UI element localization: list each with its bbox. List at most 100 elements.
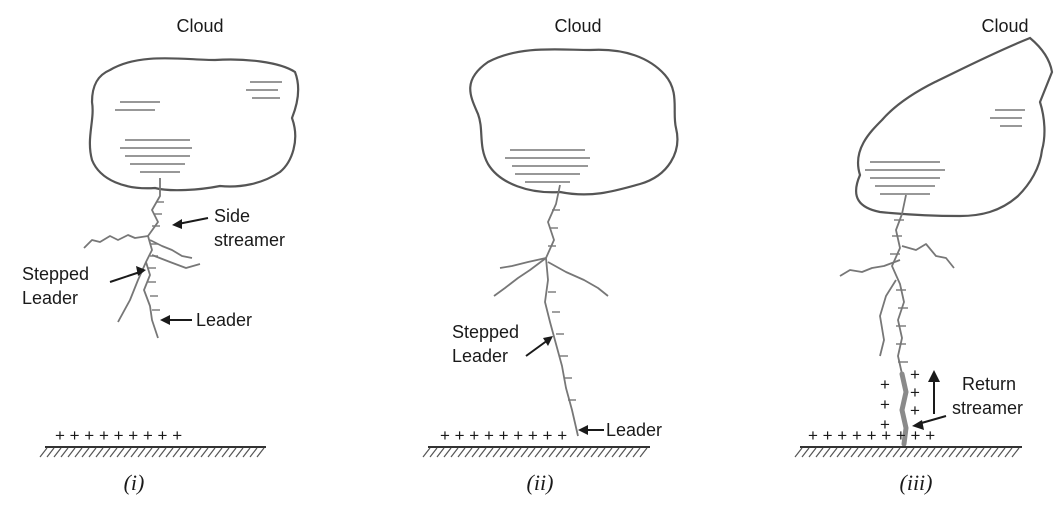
ground-hatch-3: [794, 447, 1020, 458]
ground-hatch-stroke: [962, 447, 971, 458]
ground-hatch-stroke: [913, 447, 922, 458]
ground-hatch-stroke: [464, 447, 473, 458]
svg-text:+: +: [910, 365, 920, 384]
leader-arrowhead-2: [578, 425, 588, 435]
ground-hatch-stroke: [808, 447, 817, 458]
stepped-leader-pointer-1: [109, 271, 141, 283]
ground-hatch-stroke: [499, 447, 508, 458]
upward-arrowhead-3: [928, 370, 940, 382]
ground-hatch-stroke: [969, 447, 978, 458]
ground-hatch-stroke: [590, 447, 599, 458]
side-streamer-branch-left-2: [493, 257, 547, 297]
return-streamer-pointer-3: [917, 415, 947, 425]
cloud-label-1: Cloud: [176, 16, 223, 36]
ground-hatch-stroke: [235, 447, 244, 458]
ground-hatch-stroke: [555, 447, 564, 458]
ground-hatch-stroke: [906, 447, 915, 458]
channel-dashes-1: [148, 201, 164, 311]
ground-hatch-stroke: [983, 447, 992, 458]
channel-dashes-3: [890, 219, 908, 363]
return-streamer-channel-3: [899, 371, 909, 447]
ground-hatch-stroke: [429, 447, 438, 458]
ground-hatch-stroke: [109, 447, 118, 458]
ground-hatch-stroke: [625, 447, 634, 458]
leader-branch-lower-left-3: [879, 279, 897, 357]
panel-1: Cloud: [22, 16, 300, 495]
ground-hatch-stroke: [618, 447, 627, 458]
ground-hatch-stroke: [639, 447, 648, 458]
ground-charge-3: + + + + + + + + +: [808, 426, 935, 445]
stepped-leader-label-1: Stepped Leader: [22, 264, 94, 308]
ground-hatch-stroke: [604, 447, 613, 458]
stepped-leader-label-2: Stepped Leader: [452, 322, 524, 366]
ground-hatch-stroke: [144, 447, 153, 458]
stepped-leader-channel-2: [544, 184, 579, 437]
induced-positive-charges-3: + + + + + +: [880, 365, 920, 434]
panel-2: Cloud Stepped Leader: [422, 16, 679, 495]
ground-hatch-stroke: [471, 447, 480, 458]
ground-hatch-stroke: [576, 447, 585, 458]
svg-text:+: +: [880, 415, 890, 434]
ground-hatch-stroke: [81, 447, 90, 458]
stepped-leader-arrowhead-1: [136, 266, 146, 276]
ground-hatch-stroke: [864, 447, 873, 458]
ground-hatch-stroke: [815, 447, 824, 458]
ground-hatch-stroke: [997, 447, 1006, 458]
ground-hatch-stroke: [443, 447, 452, 458]
stepped-leader-pointer-2: [525, 339, 549, 357]
ground-hatch-stroke: [597, 447, 606, 458]
svg-text:+: +: [910, 383, 920, 402]
caption-1: (i): [124, 470, 145, 495]
ground-hatch-stroke: [256, 447, 265, 458]
cloud-label-3: Cloud: [981, 16, 1028, 36]
ground-hatch-stroke: [878, 447, 887, 458]
ground-hatch-stroke: [927, 447, 936, 458]
ground-hatch-stroke: [151, 447, 160, 458]
ground-hatch-stroke: [179, 447, 188, 458]
ground-hatch-stroke: [485, 447, 494, 458]
ground-hatch-stroke: [1004, 447, 1013, 458]
ground-hatch-stroke: [934, 447, 943, 458]
svg-text:+: +: [880, 375, 890, 394]
ground-hatch-2: [422, 447, 648, 458]
ground-hatch-stroke: [527, 447, 536, 458]
side-branch-upper-left-2: [499, 257, 547, 269]
ground-hatch-stroke: [249, 447, 258, 458]
ground-hatch-stroke: [422, 447, 431, 458]
side-streamer-pointer-1: [177, 217, 209, 225]
return-streamer-line2: streamer: [952, 398, 1023, 418]
stepped-leader-arrowhead-2: [543, 336, 553, 346]
side-streamer-branch-left-1: [83, 234, 149, 249]
ground-hatch-stroke: [857, 447, 866, 458]
ground-hatch-stroke: [158, 447, 167, 458]
ground-hatch-stroke: [871, 447, 880, 458]
ground-hatch-stroke: [885, 447, 894, 458]
ground-hatch-stroke: [920, 447, 929, 458]
ground-hatch-stroke: [200, 447, 209, 458]
ground-hatch-stroke: [123, 447, 132, 458]
caption-3: (iii): [900, 470, 933, 495]
ground-hatch-stroke: [450, 447, 459, 458]
stepped-leader-line1: Stepped: [22, 264, 89, 284]
ground-hatch-stroke: [836, 447, 845, 458]
ground-hatch-stroke: [436, 447, 445, 458]
ground-hatch-stroke: [822, 447, 831, 458]
ground-hatch-stroke: [632, 447, 641, 458]
charge-dashes-2: [505, 149, 590, 183]
ground-hatch-stroke: [843, 447, 852, 458]
side-streamer-branch-left-3: [839, 259, 901, 277]
charge-dashes-3: [865, 109, 1025, 195]
svg-text:+: +: [880, 395, 890, 414]
ground-hatch-stroke: [39, 447, 48, 458]
ground-hatch-stroke: [513, 447, 522, 458]
ground-hatch-stroke: [46, 447, 55, 458]
ground-hatch-stroke: [88, 447, 97, 458]
side-streamer-line1: Side: [214, 206, 250, 226]
ground-hatch-stroke: [990, 447, 999, 458]
stepped-leader-line1-2: Stepped: [452, 322, 519, 342]
ground-hatch-stroke: [976, 447, 985, 458]
ground-hatch-stroke: [548, 447, 557, 458]
ground-hatch-stroke: [892, 447, 901, 458]
ground-hatch-stroke: [569, 447, 578, 458]
